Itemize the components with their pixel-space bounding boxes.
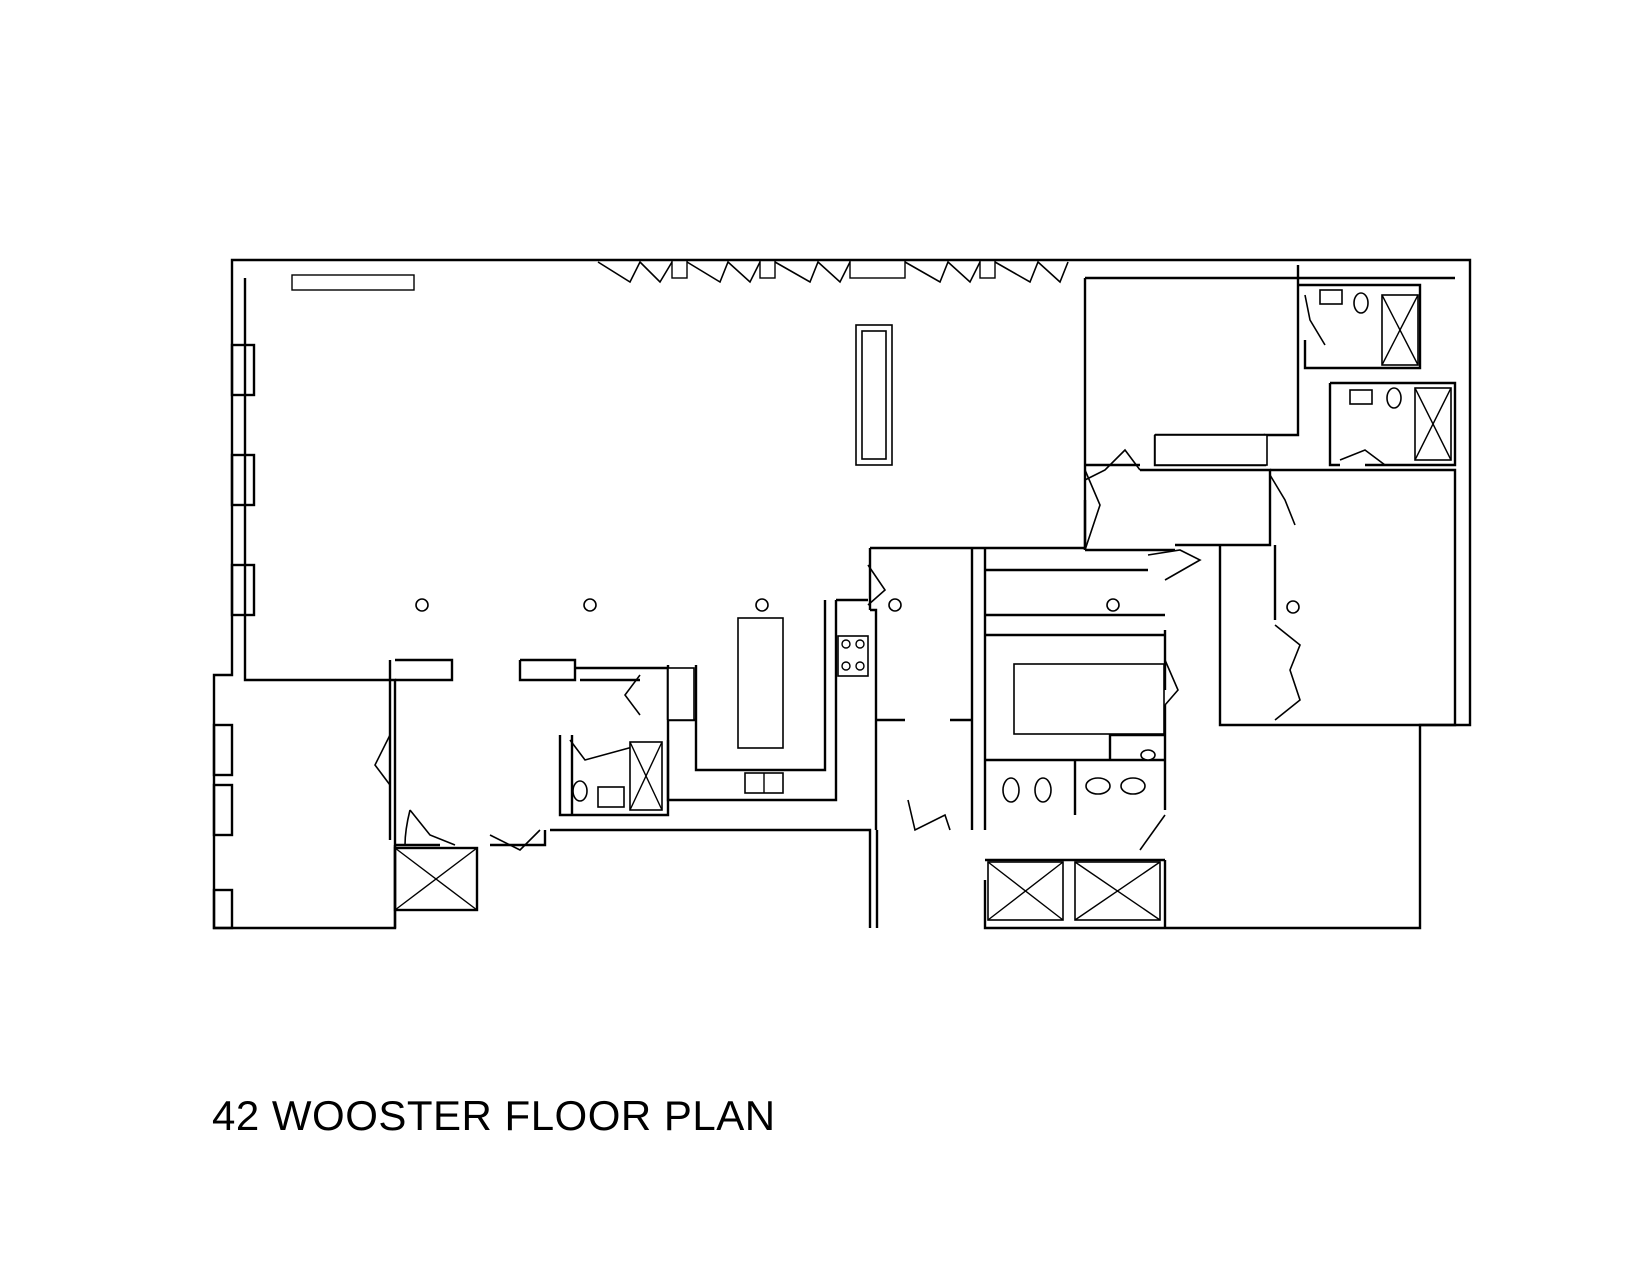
plan-title: 42 WOOSTER FLOOR PLAN — [212, 1092, 776, 1139]
fixtures — [572, 289, 1452, 921]
exterior-walls — [212, 258, 1472, 930]
doors — [374, 294, 1386, 851]
left-windows — [212, 343, 256, 930]
interior-walls — [388, 265, 1457, 928]
top-windows — [291, 259, 1069, 291]
columns — [415, 598, 1300, 614]
cooktop-burners — [841, 639, 865, 671]
